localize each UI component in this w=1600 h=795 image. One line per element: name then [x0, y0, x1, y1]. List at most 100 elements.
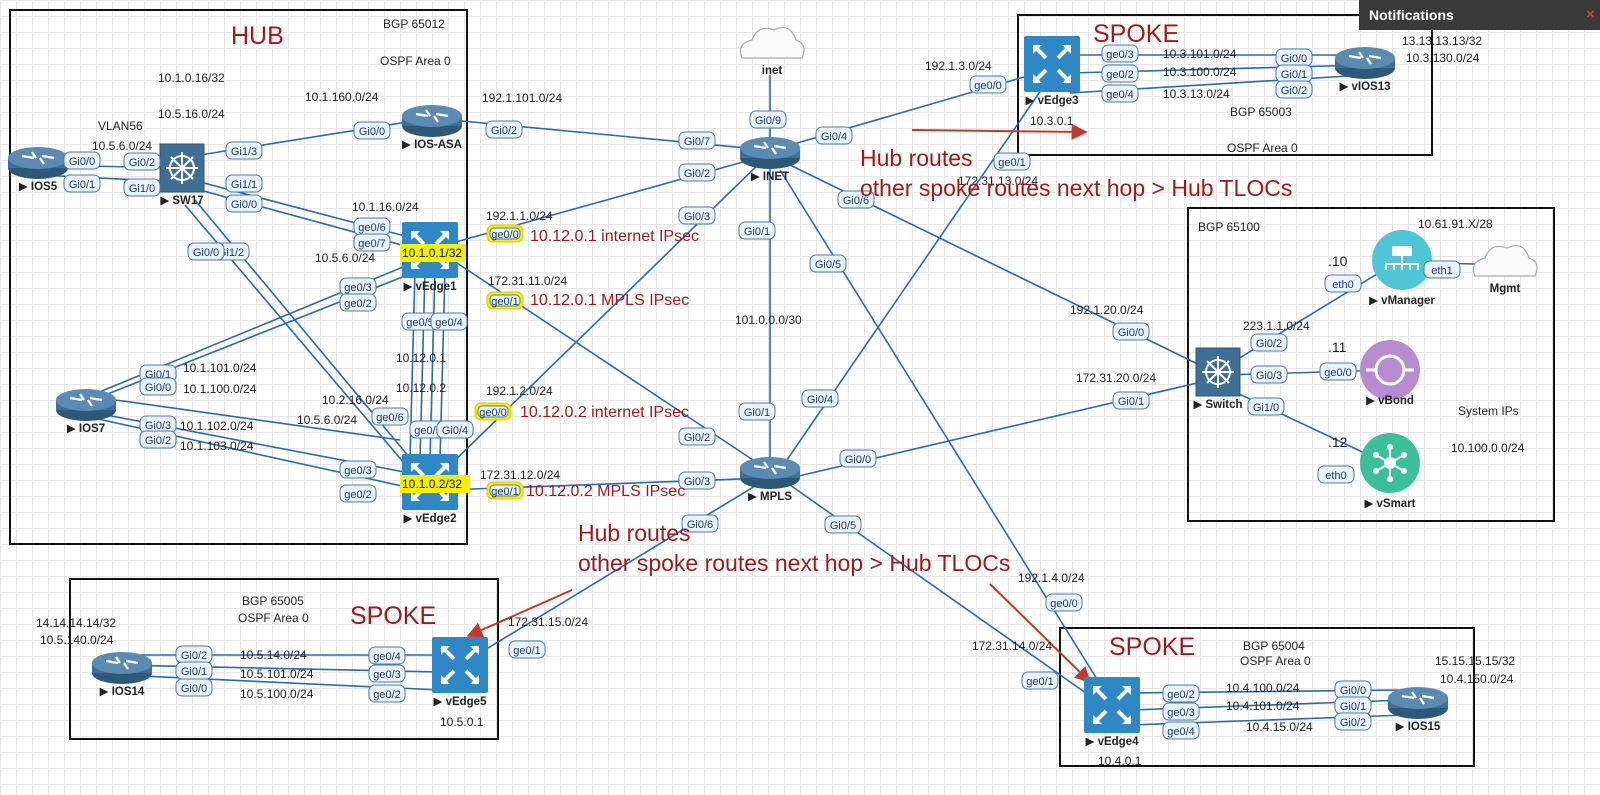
port-gi0-2-62[interactable]: Gi0/2: [175, 645, 213, 664]
port-gi0-3-21[interactable]: Gi0/3: [139, 415, 177, 434]
device-ios14[interactable]: ▶ IOS14: [92, 652, 152, 698]
port-gi0-0-10[interactable]: Gi0/0: [187, 242, 225, 261]
port-gi1-3-4[interactable]: Gi1/3: [225, 141, 263, 160]
port-gi1-1-5[interactable]: Gi1/1: [225, 174, 263, 193]
port-gi0-3-56[interactable]: Gi0/3: [1250, 365, 1288, 384]
device-switch[interactable]: ▶ Switch: [1193, 347, 1243, 411]
port-gi0-1-34[interactable]: Gi0/1: [738, 221, 776, 240]
port-gi0-1-38[interactable]: Gi0/1: [738, 402, 776, 421]
port-ge0-3-15[interactable]: ge0/3: [339, 277, 377, 296]
port-gi1-0-3[interactable]: Gi1/0: [123, 178, 161, 197]
port-ge0-7-12[interactable]: ge0/7: [353, 233, 391, 252]
port-ge0-1-27[interactable]: ge0/1: [486, 481, 524, 500]
port-eth1-59[interactable]: eth1: [1423, 260, 1461, 279]
port-gi0-5-35[interactable]: Gi0/5: [809, 254, 847, 273]
port-gi0-1-54[interactable]: Gi0/1: [1112, 391, 1150, 410]
device-vbond[interactable]: ▶ vBond: [1360, 340, 1420, 407]
port-ge0-1-70[interactable]: ge0/1: [1021, 671, 1059, 690]
device-iosasa[interactable]: ▶ IOS-ASA: [402, 105, 462, 151]
port-ge0-4-49[interactable]: ge0/4: [1101, 84, 1139, 103]
port-ge0-1-46[interactable]: ge0/1: [993, 152, 1031, 171]
port-ge0-0-45[interactable]: ge0/0: [969, 75, 1007, 94]
port-gi0-6-44[interactable]: Gi0/6: [681, 514, 719, 533]
port-gi0-6-37[interactable]: Gi0/6: [837, 190, 875, 209]
port-gi0-2-76[interactable]: Gi0/2: [1334, 712, 1372, 731]
port-gi0-4-39[interactable]: Gi0/4: [801, 389, 839, 408]
device-vios13[interactable]: ▶ vIOS13: [1335, 47, 1395, 93]
port-ge0-3-72[interactable]: ge0/3: [1162, 702, 1200, 721]
port-gi0-2-52[interactable]: Gi0/2: [1275, 80, 1313, 99]
port-ge0-0-69[interactable]: ge0/0: [1045, 593, 1083, 612]
notifications-panel[interactable]: Notifications ×: [1359, 0, 1600, 30]
port-gi0-4-36[interactable]: Gi0/4: [815, 126, 853, 145]
port-ge0-2-71[interactable]: ge0/2: [1162, 684, 1200, 703]
port-ge0-6-11[interactable]: ge0/6: [353, 217, 391, 236]
port-gi0-5-43[interactable]: Gi0/5: [824, 515, 862, 534]
device-ios15[interactable]: ▶ IOS15: [1388, 687, 1448, 733]
port-ge0-0-60[interactable]: ge0/0: [1319, 362, 1357, 381]
port-gi0-1-51[interactable]: Gi0/1: [1275, 64, 1313, 83]
device-name-ios7: IOS7: [79, 423, 105, 435]
device-vmanager[interactable]: ▶ vManager: [1369, 230, 1435, 307]
port-ge0-2-48[interactable]: ge0/2: [1101, 64, 1139, 83]
port-ge0-2-67[interactable]: ge0/2: [368, 684, 406, 703]
port-gi0-2-55[interactable]: Gi0/2: [1250, 333, 1288, 352]
port-ge0-4-73[interactable]: ge0/4: [1162, 721, 1200, 740]
port-gi0-0-50[interactable]: Gi0/0: [1275, 48, 1313, 67]
port-ge0-4-18[interactable]: ge0/4: [430, 312, 468, 331]
port-gi0-4-25[interactable]: Gi0/4: [436, 420, 474, 439]
port-gi0-2-22[interactable]: Gi0/2: [139, 430, 177, 449]
port-label: ge0/0: [479, 407, 507, 419]
port-ge0-2-29[interactable]: ge0/2: [339, 484, 377, 503]
port-gi0-2-32[interactable]: Gi0/2: [678, 163, 716, 182]
device-sw17[interactable]: ▶ SW17: [159, 143, 205, 207]
port-gi0-1-75[interactable]: Gi0/1: [1334, 696, 1372, 715]
device-inetcloud[interactable]: inet: [739, 27, 805, 77]
device-vedge5[interactable]: ▶ vEdge5: [432, 637, 488, 708]
port-gi0-7-31[interactable]: Gi0/7: [678, 131, 716, 150]
port-ge0-6-23[interactable]: ge0/6: [371, 407, 409, 426]
port-gi0-0-74[interactable]: Gi0/0: [1334, 680, 1372, 699]
device-inet[interactable]: ▶ INET: [740, 137, 800, 183]
port-label: ge0/3: [344, 465, 372, 477]
vedge2-inet-tloc: 10.12.0.2 internet IPsec: [520, 404, 689, 421]
port-ge0-3-47[interactable]: ge0/3: [1101, 44, 1139, 63]
port-ge0-3-28[interactable]: ge0/3: [339, 460, 377, 479]
port-gi0-9-30[interactable]: Gi0/9: [749, 110, 787, 129]
port-gi0-2-40[interactable]: Gi0/2: [678, 427, 716, 446]
port-gi0-1-63[interactable]: Gi0/1: [175, 661, 213, 680]
port-gi0-0-42[interactable]: Gi0/0: [839, 449, 877, 468]
device-vedge3[interactable]: ▶ vEdge3: [1024, 36, 1080, 107]
device-mpls[interactable]: ▶ MPLS: [740, 457, 800, 503]
port-ge0-1-14[interactable]: ge0/1: [486, 291, 524, 310]
device-ios7[interactable]: ▶ IOS7: [56, 389, 116, 435]
port-ge0-2-16[interactable]: ge0/2: [339, 293, 377, 312]
port-gi1-0-57[interactable]: Gi1/0: [1247, 397, 1285, 416]
port-gi0-0-20[interactable]: Gi0/0: [139, 377, 177, 396]
port-ge0-0-26[interactable]: ge0/0: [474, 402, 512, 421]
device-vsmart[interactable]: ▶ vSmart: [1360, 433, 1420, 510]
port-gi0-2-8[interactable]: Gi0/2: [485, 120, 523, 139]
port-gi0-3-33[interactable]: Gi0/3: [678, 206, 716, 225]
port-ge0-0-13[interactable]: ge0/0: [486, 224, 524, 243]
port-gi0-0-6[interactable]: Gi0/0: [225, 194, 263, 213]
device-vedge4[interactable]: ▶ vEdge4: [1084, 677, 1140, 748]
port-ge0-3-66[interactable]: ge0/3: [368, 664, 406, 683]
port-gi0-2-2[interactable]: Gi0/2: [123, 152, 161, 171]
close-icon[interactable]: ×: [1586, 6, 1595, 23]
device-label-vsmart: ▶ vSmart: [1364, 498, 1415, 510]
port-eth0-61[interactable]: eth0: [1317, 465, 1355, 484]
spoke4-sys-ip: 10.4.0.1: [1098, 754, 1142, 768]
device-ios5[interactable]: ▶ IOS5: [8, 147, 68, 193]
port-gi0-3-41[interactable]: Gi0/3: [678, 471, 716, 490]
port-gi0-1-1[interactable]: Gi0/1: [63, 174, 101, 193]
device-mgmt[interactable]: Mgmt: [1472, 245, 1538, 295]
port-eth0-58[interactable]: eth0: [1324, 274, 1362, 293]
port-gi0-0-53[interactable]: Gi0/0: [1112, 322, 1150, 341]
port-gi0-0-0[interactable]: Gi0/0: [63, 151, 101, 170]
port-gi0-0-7[interactable]: Gi0/0: [353, 121, 391, 140]
port-ge0-1-68[interactable]: ge0/1: [508, 640, 546, 659]
port-ge0-5-17[interactable]: ge0/5: [401, 312, 439, 331]
port-ge0-4-65[interactable]: ge0/4: [368, 646, 406, 665]
port-gi0-0-64[interactable]: Gi0/0: [175, 678, 213, 697]
